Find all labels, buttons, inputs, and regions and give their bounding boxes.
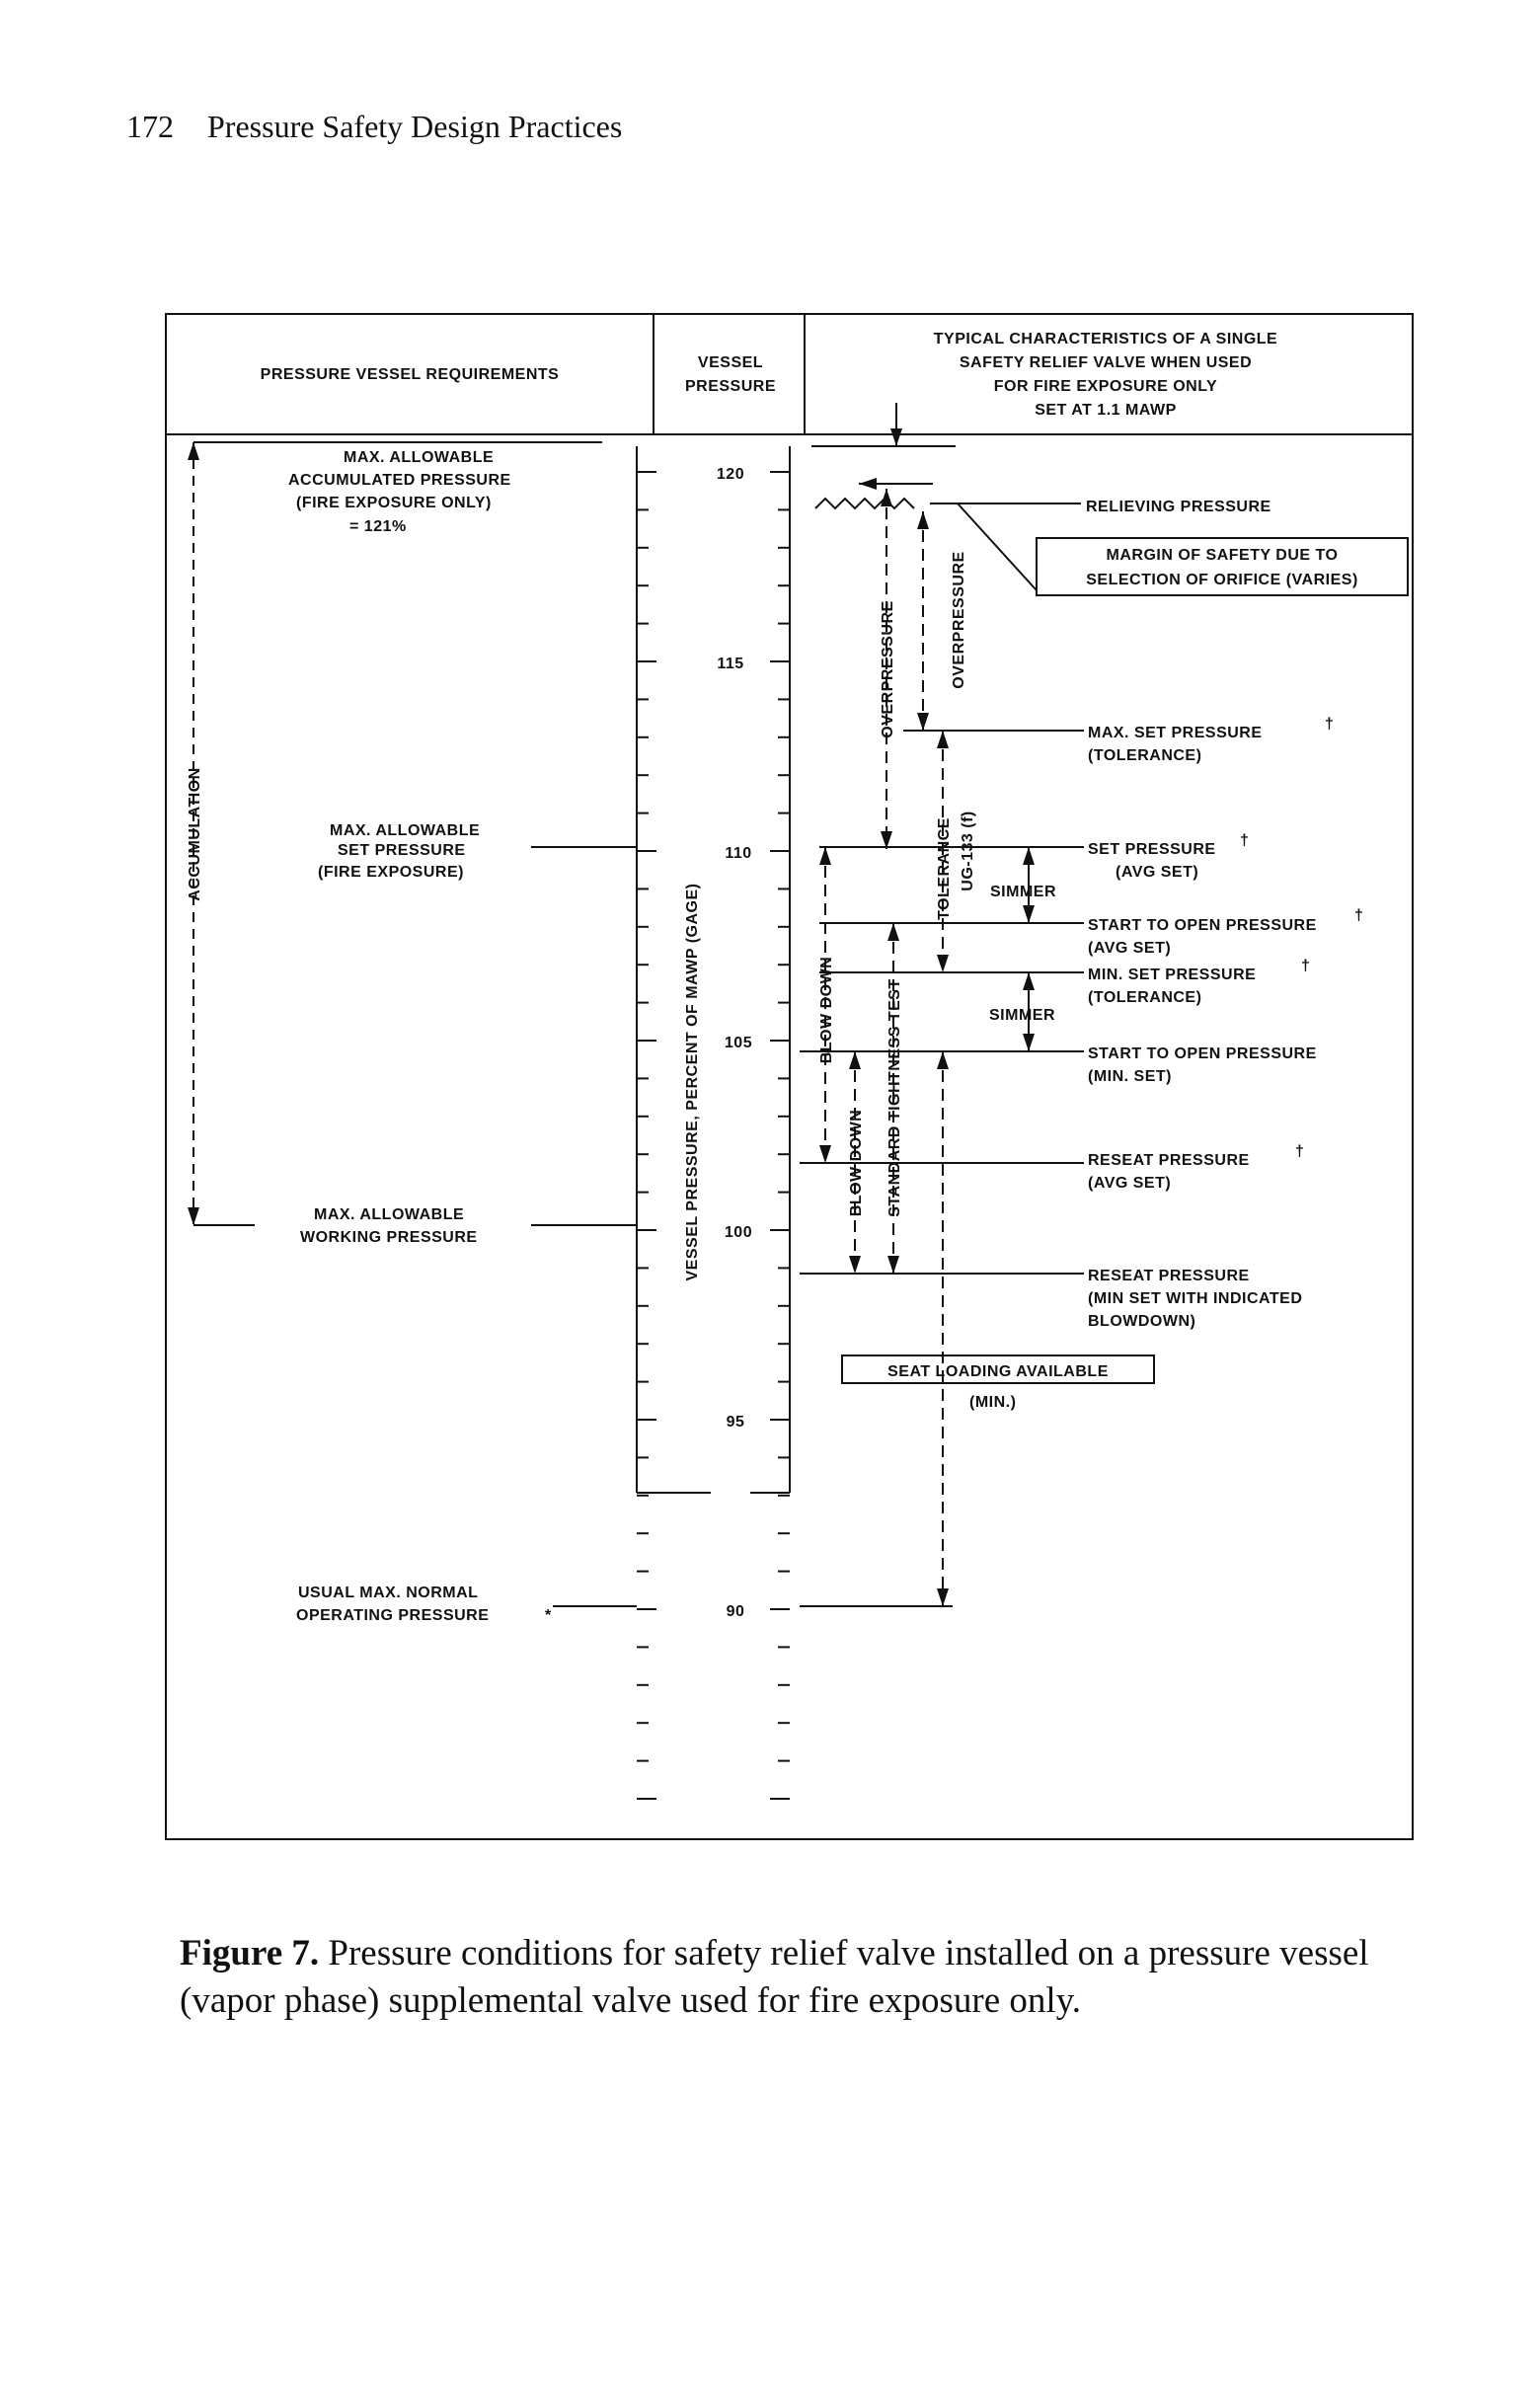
tolerance-label: TOLERANCE	[936, 817, 953, 920]
reseat-avg-label-2: (AVG SET)	[1088, 1175, 1171, 1192]
set-label-1: MAX. ALLOWABLE	[330, 822, 480, 839]
relieving-zigzag	[814, 497, 915, 510]
start-avg-label-1: START TO OPEN PRESSURE	[1088, 917, 1317, 934]
min-set-label-2: (TOLERANCE)	[1088, 989, 1201, 1006]
margin-label-1: MARGIN OF SAFETY DUE TO	[1107, 547, 1339, 564]
overpressure-short-label: OVERPRESSURE	[951, 551, 967, 688]
blow-down-label-1: BLOW DOWN	[818, 957, 835, 1063]
seat-loading-box	[841, 1354, 1155, 1384]
tick-105: 105	[725, 1035, 752, 1051]
working-label-1: MAX. ALLOWABLE	[314, 1206, 464, 1223]
accumulated-label-2: ACCUMULATED PRESSURE	[288, 472, 511, 489]
accumulated-label-1: MAX. ALLOWABLE	[344, 449, 494, 466]
reseat-min-label-3: BLOWDOWN)	[1088, 1313, 1195, 1330]
diagram-frame	[165, 313, 1414, 1840]
col2-header-line2: PRESSURE	[685, 378, 776, 395]
reseat-min-label-2: (MIN SET WITH INDICATED	[1088, 1290, 1302, 1307]
set-label-2: SET PRESSURE	[338, 842, 466, 859]
set-label-3: (FIRE EXPOSURE)	[318, 864, 464, 881]
blow-down-label-2: BLOW DOWN	[848, 1110, 865, 1216]
operating-mark: *	[545, 1607, 552, 1624]
margin-label-2: SELECTION OF ORIFICE (VARIES)	[1086, 572, 1358, 588]
col3-header-line2: SAFETY RELIEF VALVE WHEN USED	[960, 354, 1252, 371]
seat-min-label: (MIN.)	[969, 1394, 1016, 1411]
start-min-label-1: START TO OPEN PRESSURE	[1088, 1045, 1317, 1062]
tick-110: 110	[725, 845, 751, 862]
max-set-label-1: MAX. SET PRESSURE	[1088, 725, 1263, 741]
col3-header-line4: SET AT 1.1 MAWP	[1035, 402, 1177, 419]
max-set-dagger: †	[1325, 716, 1334, 733]
caption-label: Figure 7.	[180, 1933, 320, 1973]
overpressure-long-label: OVERPRESSURE	[880, 600, 896, 737]
relieving-label: RELIEVING PRESSURE	[1086, 499, 1271, 515]
operating-label-1: USUAL MAX. NORMAL	[298, 1585, 478, 1601]
tightness-test-label: STANDARD TIGHTNESS TEST	[886, 978, 903, 1216]
start-min-label-2: (MIN. SET)	[1088, 1068, 1172, 1085]
scale-axis-label: VESSEL PRESSURE, PERCENT OF MAWP (GAGE)	[684, 884, 701, 1281]
ug-133-label: UG-133 (f)	[960, 811, 976, 890]
tick-100: 100	[725, 1224, 752, 1241]
pressure-diagram: PRESSURE VESSEL REQUIREMENTS VESSEL PRES…	[165, 313, 1414, 1840]
figure-caption: Figure 7. Pressure conditions for safety…	[180, 1930, 1424, 2025]
accumulated-label-3: (FIRE EXPOSURE ONLY)	[296, 495, 492, 511]
book-title: Pressure Safety Design Practices	[207, 109, 623, 144]
page-header: 172 Pressure Safety Design Practices	[126, 109, 622, 145]
simmer-label-2: SIMMER	[989, 1007, 1055, 1024]
operating-label-2: OPERATING PRESSURE	[296, 1607, 489, 1624]
reseat-avg-dagger: †	[1295, 1143, 1304, 1160]
margin-of-safety-box	[1036, 537, 1409, 596]
simmer-label-1: SIMMER	[990, 884, 1056, 900]
start-avg-dagger: †	[1354, 907, 1363, 924]
max-set-label-2: (TOLERANCE)	[1088, 747, 1201, 764]
tick-120: 120	[717, 466, 744, 483]
tick-115: 115	[717, 656, 743, 672]
set-avg-label-1: SET PRESSURE	[1088, 841, 1216, 858]
min-set-dagger: †	[1301, 958, 1310, 974]
reseat-min-label-1: RESEAT PRESSURE	[1088, 1268, 1250, 1284]
set-avg-dagger: †	[1240, 832, 1249, 849]
col3-header-line1: TYPICAL CHARACTERISTICS OF A SINGLE	[934, 331, 1277, 348]
accumulation-label: ACCUMULATION	[187, 767, 203, 900]
col3-header-line3: FOR FIRE EXPOSURE ONLY	[994, 378, 1217, 395]
accumulated-label-4: = 121%	[349, 518, 407, 535]
min-set-label-1: MIN. SET PRESSURE	[1088, 967, 1256, 983]
seat-loading-label: SEAT LOADING AVAILABLE	[887, 1363, 1109, 1380]
col2-header-line1: VESSEL	[698, 354, 763, 371]
reseat-avg-label-1: RESEAT PRESSURE	[1088, 1152, 1250, 1169]
page-number: 172	[126, 109, 174, 144]
tick-90: 90	[727, 1603, 745, 1620]
tick-95: 95	[727, 1414, 745, 1431]
start-avg-label-2: (AVG SET)	[1088, 940, 1171, 957]
set-avg-label-2: (AVG SET)	[1116, 864, 1198, 881]
caption-text: Pressure conditions for safety relief va…	[180, 1933, 1369, 2021]
col1-header: PRESSURE VESSEL REQUIREMENTS	[261, 366, 560, 383]
scale-ticks	[637, 471, 790, 1800]
working-label-2: WORKING PRESSURE	[300, 1229, 478, 1246]
